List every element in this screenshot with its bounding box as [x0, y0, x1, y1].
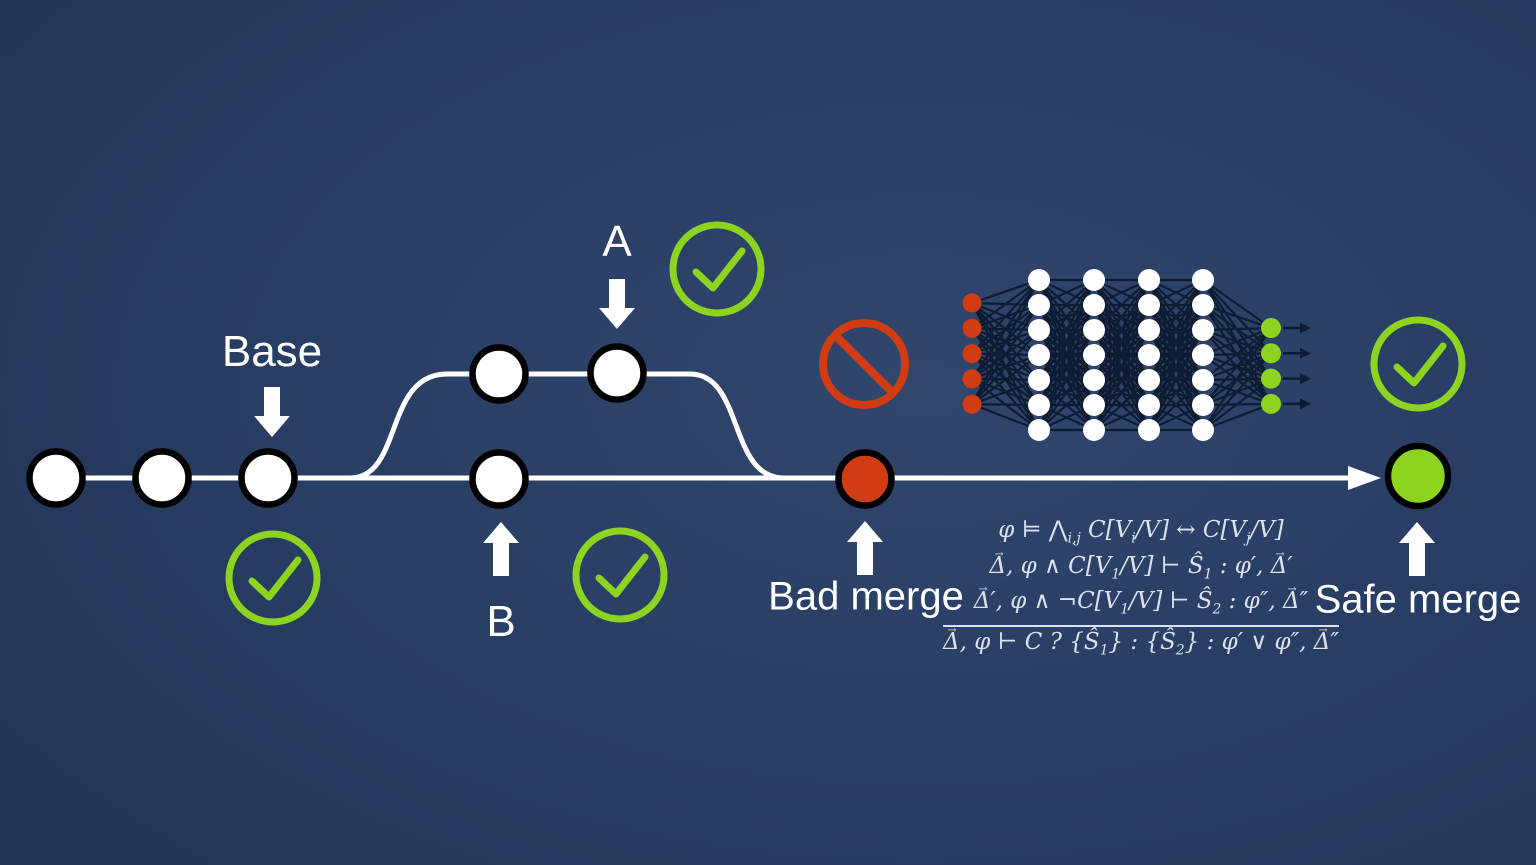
nn-node-hidden-3-6	[1138, 394, 1160, 416]
commit-branch-up	[469, 344, 529, 404]
nn-node-hidden-4-3	[1192, 319, 1214, 341]
nn-node-input-4	[962, 369, 982, 389]
check-b-circle-icon	[572, 527, 668, 623]
nn-edges-hidden-1-to-hidden-2	[1037, 278, 1096, 432]
nn-output-arrowhead-icon-3	[1300, 373, 1311, 385]
bad-merge-arrow-icon	[847, 521, 883, 575]
label-safe-merge: Safe merge	[1314, 577, 1522, 622]
check-a-circle-icon	[669, 221, 765, 317]
nn-node-hidden-3-5	[1138, 369, 1160, 391]
nn-node-hidden-4-4	[1192, 344, 1214, 366]
rule-conclusion: Δ, φ ⊢ C ? {Ŝ1} : {Ŝ2} : φ′ ∨ φ″, Δ″	[943, 629, 1339, 665]
commit-safe-merge	[1384, 442, 1452, 510]
nn-node-hidden-4-7	[1192, 419, 1214, 441]
nn-node-hidden-3-4	[1138, 344, 1160, 366]
base-arrow-icon	[254, 387, 290, 437]
nn-output-arrowhead-icon-2	[1300, 347, 1311, 359]
commit-b	[469, 449, 529, 509]
check-safe-circle-icon	[1370, 316, 1466, 412]
nn-node-input-3	[962, 344, 982, 364]
b-arrow-icon	[483, 522, 519, 576]
nn-output-arrowhead-icon-1	[1300, 322, 1311, 334]
nn-edges-hidden-4-to-output	[1202, 279, 1272, 432]
commit-a	[587, 343, 647, 403]
nn-node-hidden-1-6	[1028, 394, 1050, 416]
check-safe-checkmark-icon	[1393, 342, 1447, 387]
nn-node-hidden-1-5	[1028, 369, 1050, 391]
nn-node-hidden-2-5	[1083, 369, 1105, 391]
check-b-checkmark-icon	[595, 553, 649, 598]
commit-bad-merge	[835, 449, 895, 509]
nn-node-hidden-1-7	[1028, 419, 1050, 441]
nn-edges-hidden-2-to-hidden-3	[1092, 278, 1151, 432]
rule-premise-3: Δ′, φ ∧ ¬C[V1/V] ⊢ Ŝ2 : φ″, Δ″	[943, 588, 1339, 624]
no-sign-slash-icon	[832, 332, 896, 396]
nn-node-output-1	[1261, 318, 1281, 338]
nn-node-hidden-2-6	[1083, 394, 1105, 416]
no-sign-circle-icon	[819, 319, 909, 409]
nn-node-hidden-2-2	[1083, 294, 1105, 316]
commit-base	[238, 448, 298, 508]
nn-node-hidden-4-2	[1192, 294, 1214, 316]
check-base-checkmark-icon	[248, 556, 302, 601]
nn-node-hidden-4-1	[1192, 269, 1214, 291]
commit-1	[26, 448, 86, 508]
label-branch-a: A	[602, 217, 632, 266]
nn-node-input-2	[962, 318, 982, 338]
rule-premise-1: φ ⊨ ⋀i,j C[Vi/V] ↔ C[Vj/V]	[998, 517, 1284, 547]
nn-node-hidden-4-5	[1192, 369, 1214, 391]
check-a-checkmark-icon	[692, 247, 746, 292]
nn-edges-input-to-hidden-1	[971, 278, 1040, 432]
check-base-circle-icon	[225, 530, 321, 626]
nn-node-hidden-3-7	[1138, 419, 1160, 441]
nn-node-hidden-3-1	[1138, 269, 1160, 291]
nn-node-hidden-2-3	[1083, 319, 1105, 341]
nn-node-output-2	[1261, 343, 1281, 364]
nn-edges-hidden-3-to-hidden-4	[1147, 278, 1205, 432]
nn-node-hidden-3-3	[1138, 319, 1160, 341]
a-arrow-icon	[599, 279, 635, 329]
nn-node-hidden-1-1	[1028, 269, 1050, 291]
rule-premise-2: Δ, φ ∧ C[V1/V] ⊢ Ŝ1 : φ′, Δ′	[943, 553, 1339, 589]
label-bad-merge: Bad merge	[768, 574, 964, 619]
safe-merge-arrow-icon	[1399, 522, 1435, 576]
nn-node-hidden-1-2	[1028, 294, 1050, 316]
nn-node-hidden-2-4	[1083, 344, 1105, 366]
nn-node-hidden-1-4	[1028, 344, 1050, 366]
nn-node-output-4	[1261, 393, 1281, 414]
commit-2	[132, 448, 192, 508]
nn-node-input-1	[962, 293, 982, 313]
nn-node-input-5	[962, 394, 982, 414]
branch-line	[349, 371, 785, 481]
nn-node-hidden-4-6	[1192, 394, 1214, 416]
inference-rule-bar	[943, 624, 1339, 627]
nn-output-arrowhead-icon-4	[1300, 398, 1311, 410]
main-line-arrowhead-icon	[1348, 466, 1381, 490]
label-branch-b: B	[486, 597, 516, 646]
nn-node-hidden-1-3	[1028, 319, 1050, 341]
merge-inference-rule: φ ⊨ ⋀i,j C[Vi/V] ↔ C[Vj/V] Δ, φ ∧ C[V1/V…	[943, 517, 1339, 664]
nn-node-output-3	[1261, 368, 1281, 389]
nn-node-hidden-3-2	[1138, 294, 1160, 316]
nn-node-hidden-2-1	[1083, 269, 1105, 291]
label-base: Base	[221, 327, 323, 376]
nn-node-hidden-2-7	[1083, 419, 1105, 441]
